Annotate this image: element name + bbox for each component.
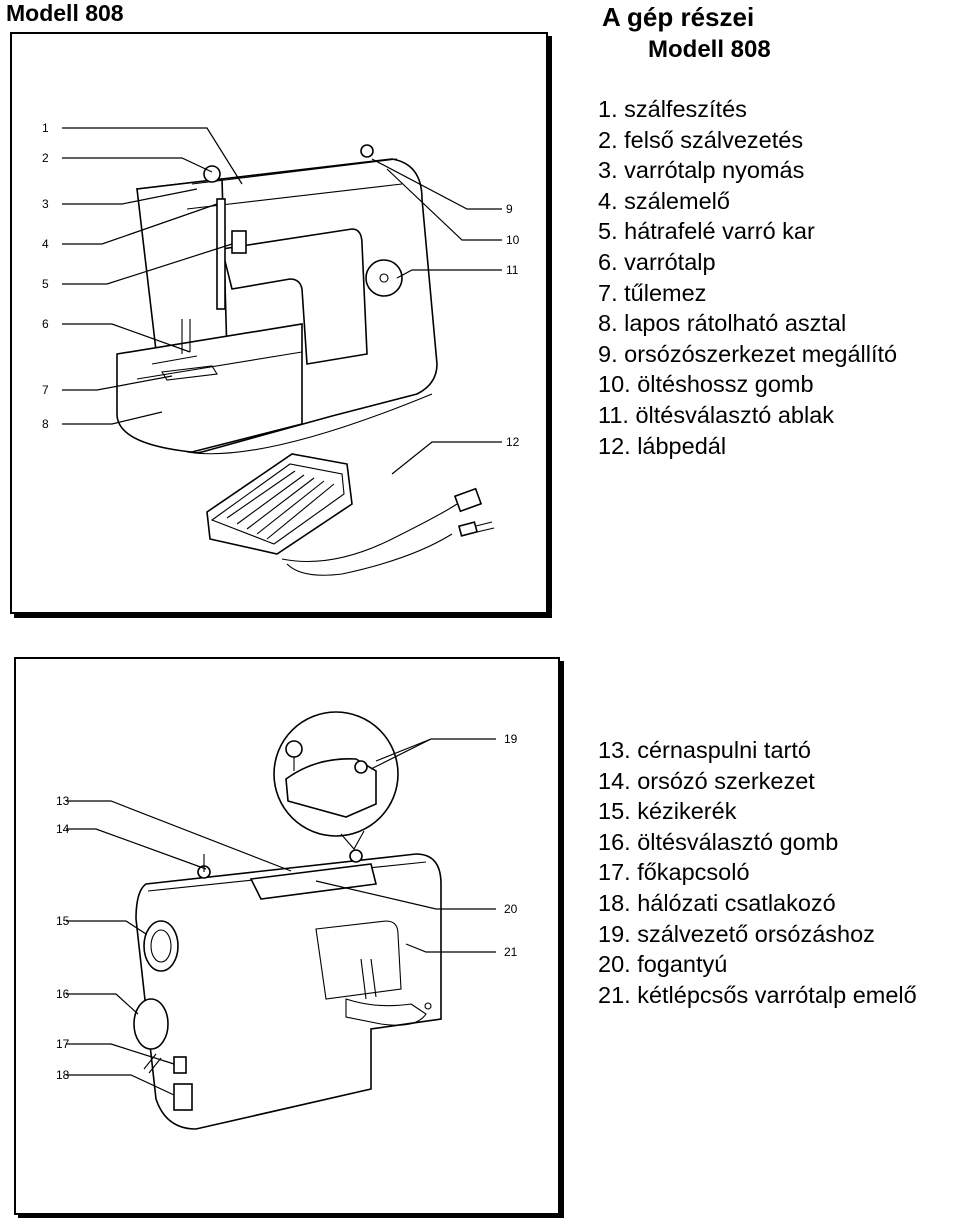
list-item: 10. öltéshossz gomb (598, 371, 814, 398)
list-item: 7. tűlemez (598, 279, 707, 306)
list-item: 8. lapos rátolható asztal (598, 310, 847, 337)
list-item: 11. öltésválasztó ablak (598, 401, 835, 428)
list-item: 6. varrótalp (598, 248, 716, 275)
sewing-machine-front-drawing (116, 144, 438, 455)
list-item: 18. hálózati csatlakozó (598, 889, 836, 916)
section-subtitle: Modell 808 (648, 36, 771, 63)
front-leader-lines (62, 127, 502, 475)
callout-18: 18 (56, 1068, 70, 1082)
sewing-machine-back-drawing (133, 711, 442, 1130)
list-item: 21. kétlépcsős varrótalp emelő (598, 981, 917, 1008)
front-view-illustration: 1 2 3 4 5 6 7 8 9 10 11 12 (42, 121, 520, 576)
back-view-figure: 13 14 15 16 17 18 19 20 21 (14, 657, 560, 1215)
callout-15: 15 (56, 914, 70, 928)
back-leader-lines (66, 738, 496, 1096)
list-item: 12. lábpedál (598, 432, 727, 459)
callout-12: 12 (506, 435, 520, 449)
header-model-label: Modell 808 (6, 0, 124, 26)
list-item: 19. szálvezető orsózáshoz (598, 920, 875, 947)
callout-7: 7 (42, 383, 49, 397)
foot-pedal-drawing (206, 453, 495, 576)
list-item: 1. szálfeszítés (598, 96, 747, 122)
callout-5: 5 (42, 277, 49, 291)
callout-17: 17 (56, 1037, 70, 1051)
callout-4: 4 (42, 237, 49, 251)
callout-10: 10 (506, 233, 520, 247)
list-item: 2. felső szálvezetés (598, 126, 804, 153)
list-item: 17. főkapcsoló (598, 859, 750, 886)
front-callout-labels: 1 2 3 4 5 6 7 8 9 10 11 12 (42, 121, 520, 449)
callout-2: 2 (42, 151, 49, 165)
callout-21: 21 (504, 945, 518, 959)
front-parts-list: 1. szálfeszítés 2. felső szálvezetés 3. … (598, 94, 897, 461)
callout-14: 14 (56, 822, 70, 836)
callout-11: 11 (506, 263, 519, 277)
back-parts-list: 13. cérnaspulni tartó 14. orsózó szerkez… (598, 735, 917, 1010)
list-item: 14. orsózó szerkezet (598, 767, 815, 794)
callout-6: 6 (42, 317, 49, 331)
callout-16: 16 (56, 987, 70, 1001)
callout-20: 20 (504, 902, 518, 916)
callout-9: 9 (506, 202, 513, 216)
list-item: 4. szálemelő (598, 187, 730, 214)
callout-1: 1 (42, 121, 49, 135)
back-view-illustration: 13 14 15 16 17 18 19 20 21 (56, 711, 518, 1130)
section-title: A gép részei (602, 2, 755, 32)
list-item: 16. öltésválasztó gomb (598, 828, 839, 855)
list-item: 5. hátrafelé varró kar (598, 218, 815, 245)
list-item: 20. fogantyú (598, 951, 728, 978)
list-item: 15. kézikerék (598, 798, 737, 825)
front-view-figure: 1 2 3 4 5 6 7 8 9 10 11 12 (10, 32, 548, 614)
callout-8: 8 (42, 417, 49, 431)
back-callout-labels: 13 14 15 16 17 18 19 20 21 (56, 732, 518, 1082)
callout-19: 19 (504, 732, 518, 746)
list-item: 13. cérnaspulni tartó (598, 737, 811, 763)
list-item: 3. varrótalp nyomás (598, 157, 805, 184)
callout-13: 13 (56, 794, 70, 808)
list-item: 9. orsózószerkezet megállító (598, 340, 898, 367)
callout-3: 3 (42, 197, 49, 211)
